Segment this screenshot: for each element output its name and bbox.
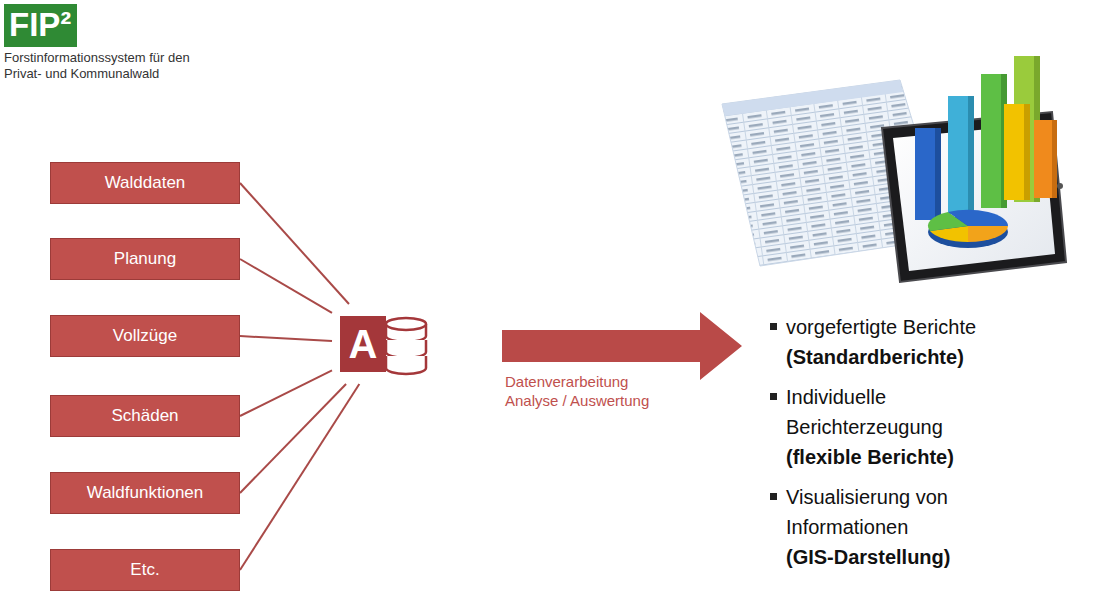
bullet-text: Visualisierung von Informationen [786, 482, 1026, 542]
bullet-subtext: (flexible Berichte) [786, 442, 1026, 472]
bullet-square [770, 323, 777, 330]
subtitle: Forstinformationssystem für den Privat- … [4, 50, 219, 82]
connector-line [240, 259, 332, 313]
spreadsheet-header [722, 80, 903, 116]
bullet-item: Individuelle Berichterzeugung(flexible B… [770, 382, 1040, 472]
bullet-text: Individuelle Berichterzeugung [786, 382, 1026, 442]
icon-letter: A [340, 316, 386, 372]
bullet-item: vorgefertigte Berichte(Standardberichte) [770, 312, 1040, 372]
bullet-text: vorgefertigte Berichte [786, 312, 1026, 342]
bullet-subtext: (GIS-Darstellung) [786, 542, 1026, 572]
arrow-label: Datenverarbeitung Analyse / Auswertung [505, 372, 675, 410]
box-label: Walddaten [105, 173, 186, 193]
box-label: Vollzüge [113, 326, 177, 346]
connector-line [240, 384, 346, 493]
connector-line [240, 370, 332, 416]
pie-chart [928, 210, 1008, 248]
bullet-square [770, 393, 777, 400]
connector-line [240, 384, 359, 570]
data-source-box: Planung [50, 238, 240, 280]
data-source-box: Schäden [50, 395, 240, 437]
bullet-item: Visualisierung von Informationen(GIS-Dar… [770, 482, 1040, 572]
bar-chart [915, 56, 1057, 220]
box-label: Schäden [111, 406, 178, 426]
box-label: Planung [114, 249, 176, 269]
connector-line [240, 336, 332, 341]
bullet-list: vorgefertigte Berichte(Standardberichte)… [770, 312, 1040, 572]
tablet-button [1057, 183, 1063, 189]
data-source-box: Waldfunktionen [50, 472, 240, 514]
database-icon: A [340, 312, 430, 376]
data-source-box: Etc. [50, 549, 240, 591]
box-label: Etc. [130, 560, 159, 580]
bullet-subtext: (Standardberichte) [786, 342, 1026, 372]
data-source-box: Walddaten [50, 162, 240, 204]
logo-text: FIP² [4, 4, 77, 47]
data-source-box: Vollzüge [50, 315, 240, 357]
connector-line [240, 183, 349, 304]
box-label: Waldfunktionen [87, 483, 204, 503]
bullet-square [770, 493, 777, 500]
process-arrow [502, 312, 742, 380]
